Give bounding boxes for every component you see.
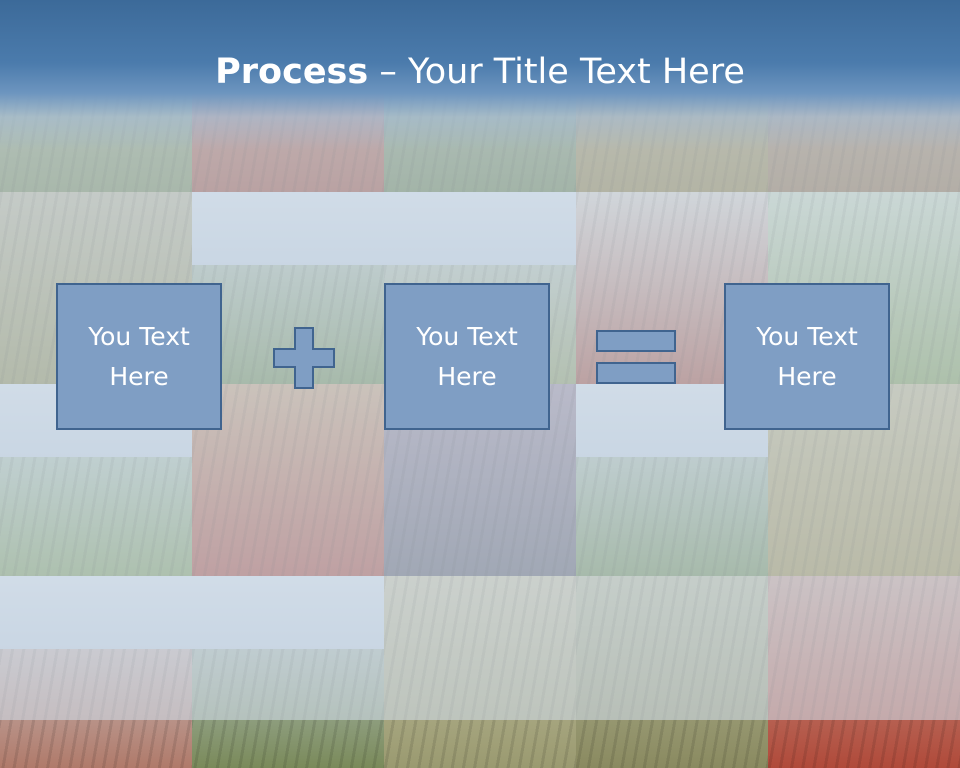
- text-box-3[interactable]: You Text Here: [724, 283, 890, 430]
- text-box-1-line2: Here: [109, 361, 169, 391]
- slide-title: Process – Your Title Text Here: [0, 52, 960, 92]
- title-bar: Process – Your Title Text Here: [0, 0, 960, 150]
- text-box-1-line1: You Text: [88, 321, 190, 351]
- plus-icon: [273, 327, 335, 389]
- text-box-3-line1: You Text: [756, 321, 858, 351]
- title-bold-word: Process: [215, 52, 369, 92]
- text-box-2-line1: You Text: [416, 321, 518, 351]
- text-box-3-line2: Here: [777, 361, 837, 391]
- title-rest: – Your Title Text Here: [368, 52, 745, 92]
- text-box-1[interactable]: You Text Here: [56, 283, 222, 430]
- text-box-2[interactable]: You Text Here: [384, 283, 550, 430]
- equals-icon: [596, 330, 676, 384]
- text-box-2-line2: Here: [437, 361, 497, 391]
